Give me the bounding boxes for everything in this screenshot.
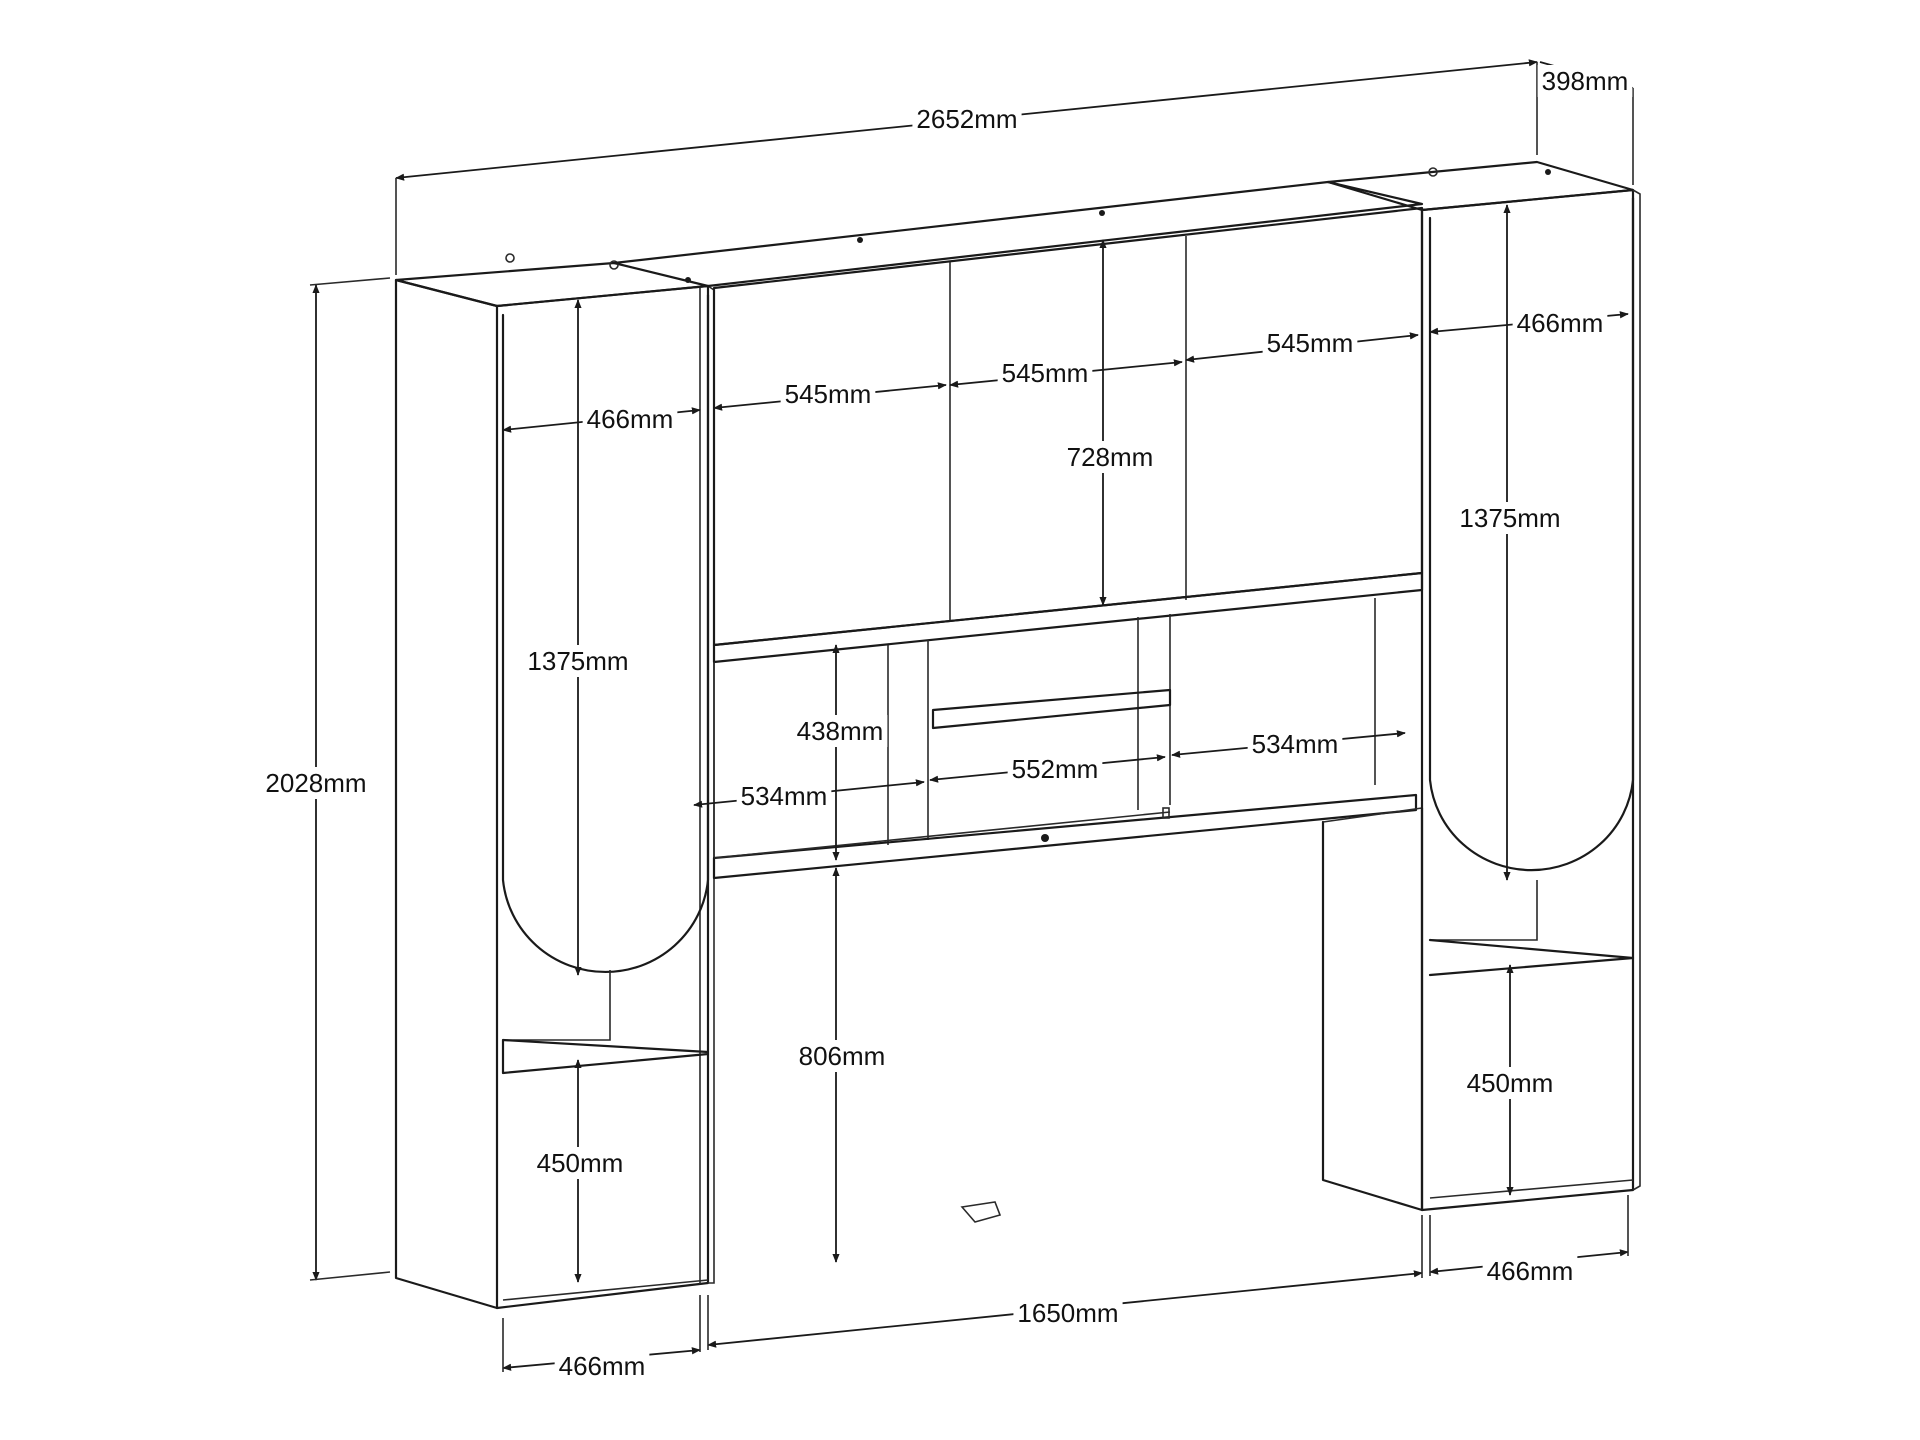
label-background — [1455, 502, 1565, 534]
right-arch-back — [1430, 880, 1538, 941]
label-background — [1537, 65, 1633, 97]
bridge-bottom-panel — [712, 571, 1424, 664]
desk-shelf-back — [713, 811, 1171, 859]
right-arch-opening — [1428, 196, 1635, 872]
bridge-top-pin-1 — [857, 237, 863, 243]
label-left-width-bottom: 466mm — [559, 1351, 646, 1381]
label-background — [736, 780, 832, 812]
label-shelf-left: 534mm — [741, 781, 828, 811]
right-foot — [1429, 1179, 1634, 1199]
left-unit-side — [394, 278, 499, 1310]
right-unit-top — [1326, 160, 1635, 212]
label-background — [780, 378, 876, 410]
left-unit-top — [394, 261, 710, 308]
top-bridge-unit — [612, 180, 1424, 664]
label-background — [1013, 1297, 1123, 1329]
dim-ext-bridge — [707, 1215, 1423, 1350]
label-shelf-mid: 552mm — [1012, 754, 1099, 784]
label-background — [912, 103, 1022, 135]
bed-side-panel-edge — [1322, 807, 1423, 823]
label-background — [554, 1350, 650, 1382]
bed-side-panel — [1321, 806, 1424, 1212]
middle-shelf-unit — [712, 598, 1418, 880]
label-background — [1007, 753, 1103, 785]
label-background — [532, 1147, 628, 1179]
dim-ext-left-bottom — [502, 1295, 701, 1372]
label-background — [523, 645, 633, 677]
label-background — [582, 403, 678, 435]
left-arch-opening — [501, 293, 710, 974]
label-background — [1247, 728, 1343, 760]
label-depth: 398mm — [1542, 66, 1629, 96]
right-unit-front — [1420, 188, 1635, 1212]
label-total-height: 2028mm — [265, 768, 366, 798]
label-right-base-height: 450mm — [1467, 1068, 1554, 1098]
middle-small-shelf — [931, 688, 1172, 730]
label-shelf-right: 534mm — [1252, 729, 1339, 759]
label-background — [1262, 327, 1358, 359]
bed-side-panel-front — [1321, 806, 1424, 1212]
bridge-top-pin-2 — [1099, 210, 1105, 216]
label-right-width-bottom: 466mm — [1487, 1256, 1574, 1286]
dimension-labels: 2652mm 398mm 2028mm 466mm 1375mm 450mm 4… — [261, 65, 1633, 1382]
right-unit-side-edge — [1632, 189, 1641, 1191]
label-right-arch-height: 1375mm — [1459, 503, 1560, 533]
label-bridge-width: 1650mm — [1017, 1298, 1118, 1328]
label-background — [1462, 1067, 1558, 1099]
label-top-cab-3: 545mm — [1267, 328, 1354, 358]
label-top-cab-height: 728mm — [1067, 442, 1154, 472]
bridge-top — [612, 180, 1424, 288]
dim-ext-total-width — [395, 62, 1538, 275]
label-left-width-top: 466mm — [587, 404, 674, 434]
dim-ext-total-height — [309, 277, 391, 1281]
label-background — [1512, 307, 1608, 339]
label-right-width-top: 466mm — [1517, 308, 1604, 338]
label-background — [997, 357, 1093, 389]
label-background — [1482, 1255, 1578, 1287]
left-foot — [502, 1279, 709, 1301]
label-bed-clearance: 806mm — [799, 1041, 886, 1071]
label-left-arch-height: 1375mm — [527, 646, 628, 676]
dim-ext-right-bottom — [1429, 1195, 1629, 1276]
label-background — [261, 767, 371, 799]
right-niche-shelf — [1428, 938, 1635, 977]
left-niche-shelf — [501, 1038, 710, 1075]
label-background — [792, 715, 888, 747]
right-top-pin — [1545, 169, 1551, 175]
label-background — [794, 1040, 890, 1072]
label-left-base-height: 450mm — [537, 1148, 624, 1178]
label-total-width: 2652mm — [916, 104, 1017, 134]
left-top-hole-2 — [609, 260, 619, 270]
shelf-cable-slot — [1162, 807, 1170, 819]
label-top-cab-2: 545mm — [1002, 358, 1089, 388]
label-background — [1062, 441, 1158, 473]
label-shelf-height: 438mm — [797, 716, 884, 746]
left-top-pin — [685, 277, 691, 283]
left-top-hole — [505, 253, 515, 263]
label-top-cab-1: 545mm — [785, 379, 872, 409]
shelf-cable-hole — [1041, 834, 1049, 842]
desk-shelf — [712, 793, 1418, 880]
floor-connector-bracket — [960, 1201, 1002, 1223]
left-arch-back — [503, 970, 611, 1041]
